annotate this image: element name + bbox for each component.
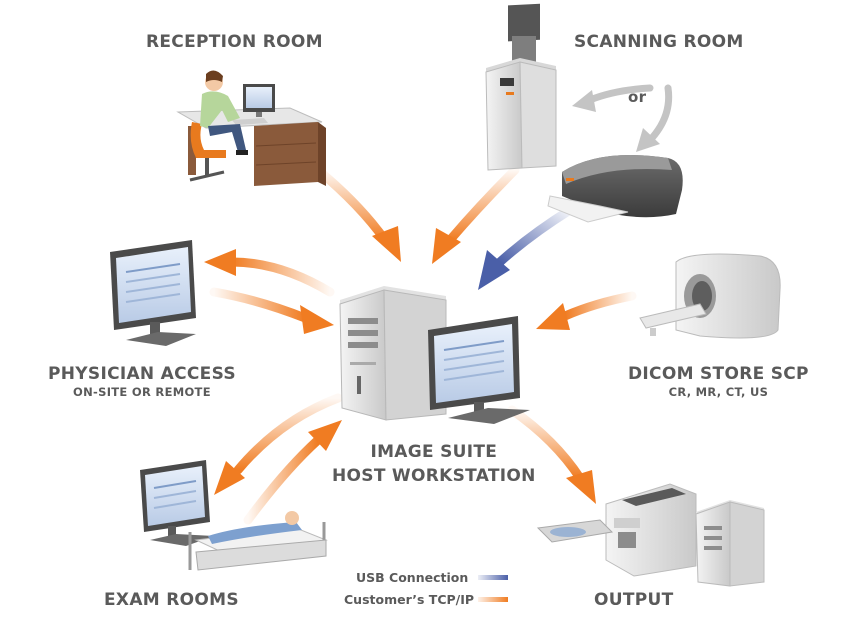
legend-tcp-swatch — [478, 597, 508, 602]
physician-access-sublabel: ON-SITE OR REMOTE — [73, 385, 211, 399]
physician-access-label: PHYSICIAN ACCESS ON-SITE OR REMOTE — [48, 364, 236, 399]
host-workstation-label: IMAGE SUITE HOST WORKSTATION — [332, 440, 536, 488]
output-printer-illustration — [536, 483, 697, 577]
scanning-room-label: SCANNING ROOM — [574, 32, 744, 52]
exam-bed-illustration — [188, 511, 328, 571]
arrow-scanner-or-left — [572, 84, 654, 112]
film-scanner-illustration — [547, 155, 683, 223]
arrow-usb-to-host — [478, 205, 575, 290]
arrow-reception-to-host — [313, 165, 401, 262]
physician-monitor-illustration — [110, 240, 196, 346]
exam-rooms-label: EXAM ROOMS — [104, 590, 239, 610]
arrow-scanner-or-down — [636, 84, 673, 152]
dicom-store-sublabel: CR, MR, CT, US — [668, 385, 769, 399]
output-label: OUTPUT — [594, 590, 674, 610]
cr-reader-illustration — [485, 3, 557, 171]
host-label-line1: IMAGE SUITE — [370, 442, 498, 462]
arrow-dicom-to-host — [536, 291, 637, 330]
host-label-line2: HOST WORKSTATION — [332, 466, 536, 486]
arrow-exam-to-host — [243, 420, 342, 525]
reception-desk-illustration — [176, 70, 326, 186]
or-label: or — [628, 88, 647, 106]
arrow-physician-to-host — [209, 287, 334, 334]
legend-usb-swatch — [478, 575, 508, 580]
reception-room-label: RECEPTION ROOM — [146, 32, 323, 52]
ct-scanner-illustration — [639, 253, 781, 339]
host-monitor-illustration — [428, 316, 530, 424]
exam-monitor-illustration — [140, 460, 214, 546]
arrow-host-to-exam — [214, 393, 343, 495]
arrow-scanner-to-host — [432, 165, 520, 264]
arrow-host-to-physician — [204, 249, 335, 297]
physician-access-title: PHYSICIAN ACCESS — [48, 364, 236, 384]
legend-usb-label: USB Connection — [356, 570, 469, 585]
legend-tcp-label: Customer’s TCP/IP — [344, 592, 475, 607]
dicom-store-title: DICOM STORE SCP — [628, 364, 809, 384]
dicom-store-label: DICOM STORE SCP CR, MR, CT, US — [628, 364, 809, 399]
output-server-illustration — [695, 500, 765, 587]
arrow-host-to-output — [507, 405, 596, 504]
